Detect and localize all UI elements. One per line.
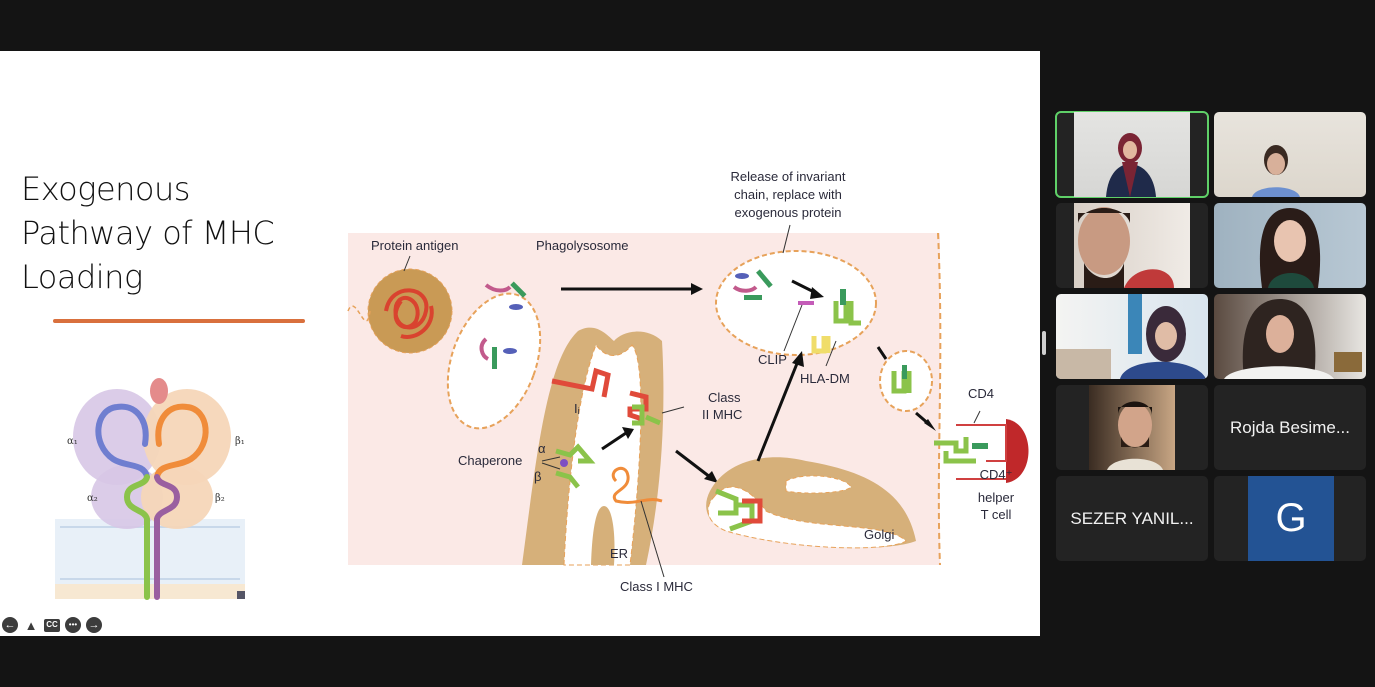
label-hla-dm: HLA-DM [800, 371, 850, 386]
label-clip: CLIP [758, 352, 787, 367]
person-figure [1106, 133, 1156, 197]
participant-name: Rojda Besime... [1230, 417, 1350, 437]
participant-tile[interactable]: G [1214, 476, 1366, 561]
participant-tile[interactable] [1214, 294, 1366, 379]
participant-name: SEZER YANIL... [1070, 508, 1194, 528]
mhc-in-er [551, 367, 663, 504]
label-class-ii-line1: Class [708, 390, 741, 405]
protein-antigen-coil [384, 288, 434, 339]
label-t-cell-line1: CD4⁺ [980, 467, 1013, 482]
label-t-cell-line2: helper [978, 490, 1015, 505]
previous-slide-button[interactable]: ← [2, 617, 18, 633]
label-release-line2: chain, replace with [734, 187, 842, 202]
next-slide-button[interactable]: → [86, 617, 102, 633]
participant-tile-active-speaker[interactable] [1055, 111, 1209, 198]
label-class-ii-line2: II MHC [702, 407, 742, 422]
cd4-t-cell [1006, 419, 1029, 483]
label-beta: β [534, 469, 541, 484]
participant-tile[interactable]: SEZER YANIL... [1056, 476, 1208, 561]
exogenous-pathway-diagram: Protein antigen Phagolysosome Release of… [347, 169, 1036, 594]
label-class-i-mhc: Class I MHC [620, 579, 693, 594]
beta-chain-top [154, 403, 209, 480]
participant-tile[interactable] [1056, 203, 1208, 288]
participant-video [1074, 112, 1190, 197]
label-alpha: α [538, 441, 546, 456]
label-invariant-chain: Iᵢ [574, 401, 580, 416]
shared-slide: Exogenous Pathway of MHC Loading α₁ α₂ β… [0, 51, 1040, 636]
slide-controls: ← ▲ CC ••• → [2, 617, 102, 633]
beta1-label: β₁ [235, 436, 245, 447]
label-release-line3: exogenous protein [735, 205, 842, 220]
captions-button[interactable]: CC [44, 618, 60, 632]
slide-title: Exogenous Pathway of MHC Loading [21, 170, 275, 296]
participant-video [1214, 294, 1366, 379]
label-golgi: Golgi [864, 527, 894, 542]
alpha1-label: α₁ [67, 436, 78, 447]
cell-membrane-right [937, 232, 942, 566]
release-vesicle [715, 250, 877, 356]
participant-tile[interactable] [1214, 112, 1366, 197]
label-phagolysosome: Phagolysosome [536, 238, 629, 253]
label-t-cell-line3: T cell [981, 507, 1012, 522]
participant-video [1056, 294, 1208, 379]
participant-tile[interactable] [1056, 385, 1208, 470]
participant-tile[interactable] [1214, 203, 1366, 288]
participant-video [1074, 203, 1190, 288]
participant-video [1089, 385, 1175, 470]
more-options-button[interactable]: ••• [65, 617, 81, 633]
beta-chain-bottom [154, 474, 181, 600]
endoplasmic-reticulum [563, 343, 642, 566]
alpha2-label: α₂ [87, 493, 98, 504]
participant-tile[interactable]: Rojda Besime... [1214, 385, 1366, 470]
label-protein-antigen: Protein antigen [371, 238, 458, 253]
alpha-chain-bottom [123, 474, 150, 600]
antigen-vesicle [367, 268, 453, 354]
mhc-peptide-loading [732, 269, 861, 354]
participant-tile[interactable] [1056, 294, 1208, 379]
participant-video [1214, 203, 1366, 288]
mhc-class-ii-structure-figure: α₁ α₂ β₁ β₂ [55, 378, 245, 600]
label-chaperone: Chaperone [458, 453, 522, 468]
alpha-chain-top [95, 403, 150, 480]
beta2-label: β₂ [215, 493, 225, 504]
title-underline [53, 319, 305, 323]
label-cd4: CD4 [968, 386, 994, 401]
expand-image-icon[interactable] [237, 591, 245, 599]
panel-resize-handle[interactable] [1042, 331, 1046, 355]
label-release-line1: Release of invariant [731, 169, 846, 184]
participant-video [1214, 112, 1366, 197]
participant-avatar: G [1248, 476, 1334, 561]
peptide [150, 378, 168, 404]
peptide-fragments [479, 281, 527, 369]
pen-tool-button[interactable]: ▲ [24, 617, 38, 633]
label-er: ER [610, 546, 628, 561]
